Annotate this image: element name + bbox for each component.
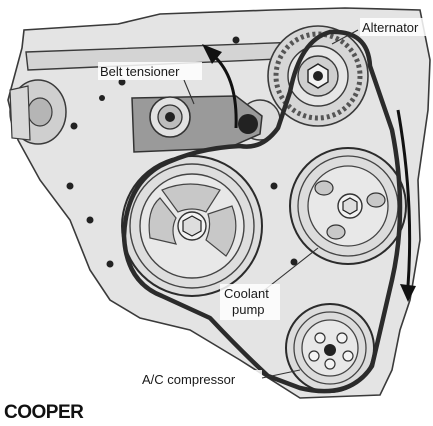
- leader-tensioner: [183, 79, 195, 105]
- ac-compressor-pulley: [285, 303, 375, 393]
- tensioner-arrow-head: [202, 44, 222, 64]
- coolant-pump-label-line1: Coolant: [224, 286, 269, 301]
- belt-tensioner: [131, 95, 263, 153]
- coolant-pump-pulley: [289, 147, 407, 265]
- alternator-pulley: [267, 25, 369, 127]
- ac-compressor-label: A/C compressor: [142, 372, 236, 387]
- belt-direction-arrow: [396, 109, 412, 287]
- coolant-pump-label-line2: pump: [232, 302, 265, 317]
- label-bg-ac: [140, 370, 262, 388]
- engine-mount: [9, 79, 67, 145]
- brand-logo: COOPER: [4, 402, 84, 423]
- label-bg-tensioner: [98, 62, 202, 80]
- label-bg-alternator: [360, 18, 432, 36]
- leader-ac: [261, 369, 301, 379]
- belt-tensioner-label: Belt tensioner: [100, 64, 180, 79]
- label-bg-coolant: [220, 284, 280, 320]
- alternator-label: Alternator: [362, 20, 419, 35]
- leader-alternator: [331, 29, 359, 45]
- drive-belt: [121, 29, 403, 394]
- belt-arrow-head: [400, 284, 416, 302]
- tensioner-direction-arrow: [212, 54, 238, 129]
- crankshaft-pulley: [121, 155, 263, 297]
